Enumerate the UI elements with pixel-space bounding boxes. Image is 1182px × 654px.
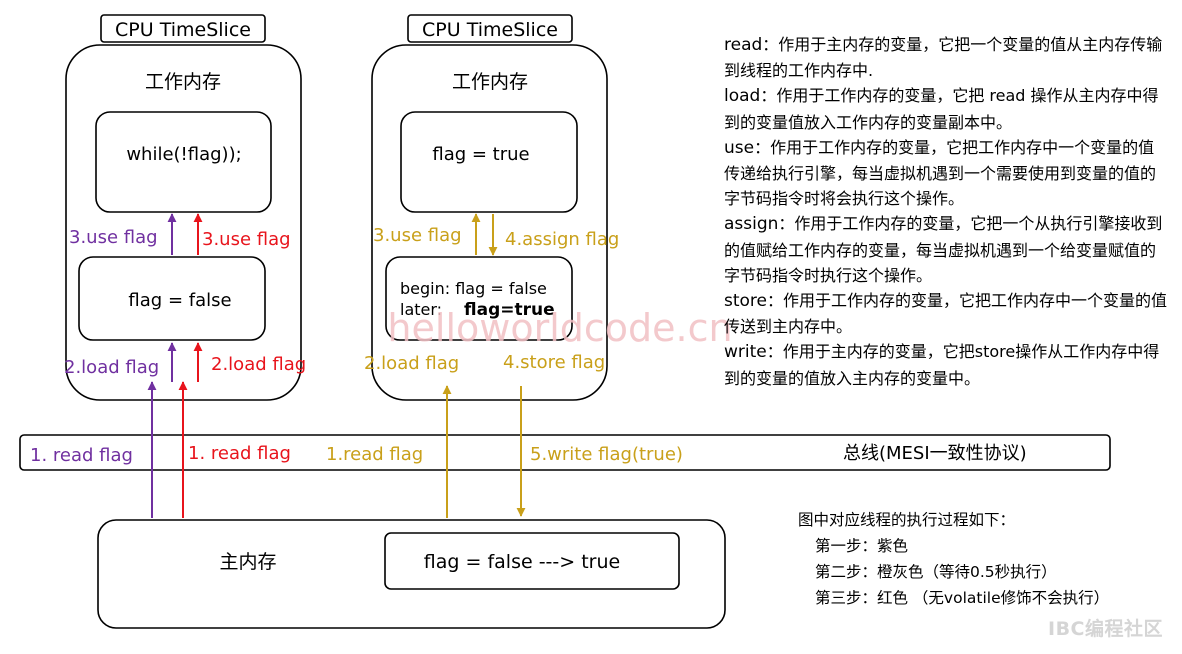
legend-desc: ：作用于主内存的变量，它把一个变量的值从主内存传输到线程的工作内存中. [724, 35, 1163, 81]
brand-watermark: IBC编程社区 [1048, 618, 1163, 640]
legend-item-use: use：作用于工作内存的变量，它把工作内存中一个变量的值传递给执行引擎，每当虚拟… [724, 135, 1170, 212]
cpu2-flag-later-value: flag=true [464, 300, 555, 320]
bus-read-label-red: 1. read flag [188, 443, 291, 464]
legend-item-load: load：作用于工作内存的变量，它把 read 操作从主内存中得到的变量值放入工… [724, 83, 1170, 134]
cpu1-engine-code: while(!flag)); [126, 144, 241, 165]
cpu1-load-label-red: 2.load flag [211, 354, 306, 375]
notes-step-1: 第一步：紫色 [815, 537, 909, 555]
legend-desc: ：作用于主内存的变量，它把store操作从工作内存中得到的变量的值放入主内存的变… [724, 342, 1160, 388]
cpu2-load-label: 2.load flag [364, 353, 459, 374]
notes-step-3: 第三步：红色 （无volatile修饰不会执行） [815, 589, 1110, 607]
bus-read-label-purple: 1. read flag [30, 445, 133, 466]
main-memory-flag-box [384, 532, 680, 590]
cpu2-flag-later-label: later: [400, 300, 442, 319]
cpu2-assign-label: 4.assign flag [505, 229, 619, 250]
legend-desc: ：作用于工作内存的变量，它把一个从执行引擎接收到的值赋给工作内存的变量，每当虚拟… [724, 214, 1163, 285]
bus-bar [19, 434, 1111, 471]
legend-item-read: read：作用于主内存的变量，它把一个变量的值从主内存传输到线程的工作内存中. [724, 32, 1170, 83]
cpu1-work-memory [65, 44, 302, 401]
legend-term: load [724, 86, 761, 107]
notes-intro: 图中对应线程的执行过程如下： [798, 511, 1016, 529]
main-memory-flag-value: flag = false ---> true [424, 551, 620, 573]
notes-step-2: 第二步：橙灰色（等待0.5秒执行） [815, 563, 1057, 581]
legend-term: assign [724, 214, 779, 235]
legend-term: write [724, 342, 767, 363]
cpu1-flag-copy: flag = false [128, 290, 231, 311]
legend-item-store: store：作用于工作内存的变量，它把工作内存中一个变量的值传送到主内存中。 [724, 288, 1170, 339]
legend-desc: ：作用于工作内存的变量，它把工作内存中一个变量的值传送到主内存中。 [724, 291, 1168, 337]
cpu2-flag-copy-box [385, 256, 573, 341]
cpu1-use-label-purple: 3.use flag [69, 227, 158, 248]
legend-desc: ：作用于工作内存的变量，它把工作内存中一个变量的值传递给执行引擎，每当虚拟机遇到… [724, 137, 1157, 209]
execution-notes: 图中对应线程的执行过程如下： 第一步：紫色 第二步：橙灰色（等待0.5秒执行） … [798, 507, 1109, 611]
cpu1-load-label-purple: 2.load flag [64, 357, 159, 378]
legend-term: read [724, 35, 763, 55]
operation-legend: read：作用于主内存的变量，它把一个变量的值从主内存传输到线程的工作内存中. … [724, 32, 1170, 391]
cpu2-header: CPU TimeSlice [422, 19, 558, 41]
legend-item-assign: assign：作用于工作内存的变量，它把一个从执行引擎接收到的值赋给工作内存的变… [724, 211, 1170, 288]
cpu1-flag-copy-box [78, 256, 266, 341]
watermark-text: helloworldcode.cn [387, 306, 732, 350]
cpu1-memory-title: 工作内存 [145, 71, 221, 93]
cpu1-header: CPU TimeSlice [115, 19, 251, 41]
bus-read-label-gold: 1.read flag [326, 444, 423, 465]
legend-desc: ：作用于工作内存的变量，它把 read 操作从主内存中得到的变量值放入工作内存的… [724, 86, 1159, 132]
main-memory-title: 主内存 [219, 551, 276, 573]
cpu2-memory-title: 工作内存 [452, 71, 528, 93]
bus-write-label-gold: 5.write flag(true) [530, 444, 683, 465]
cpu2-engine-box [400, 111, 578, 213]
legend-term: use [724, 137, 755, 158]
bus-protocol-label: 总线(MESI一致性协议) [843, 443, 1027, 464]
cpu1-use-label-red: 3.use flag [202, 229, 291, 250]
cpu1-header-box [100, 14, 266, 43]
cpu2-store-label: 4.store flag [503, 352, 605, 373]
cpu2-flag-begin: begin: flag = false [400, 279, 547, 298]
cpu2-header-box [407, 14, 573, 43]
cpu2-use-label: 3.use flag [373, 225, 462, 246]
cpu1-engine-box [95, 111, 272, 213]
legend-term: store [724, 291, 767, 312]
legend-item-write: write：作用于主内存的变量，它把store操作从工作内存中得到的变量的值放入… [724, 339, 1170, 390]
cpu2-engine-code: flag = true [432, 144, 529, 165]
